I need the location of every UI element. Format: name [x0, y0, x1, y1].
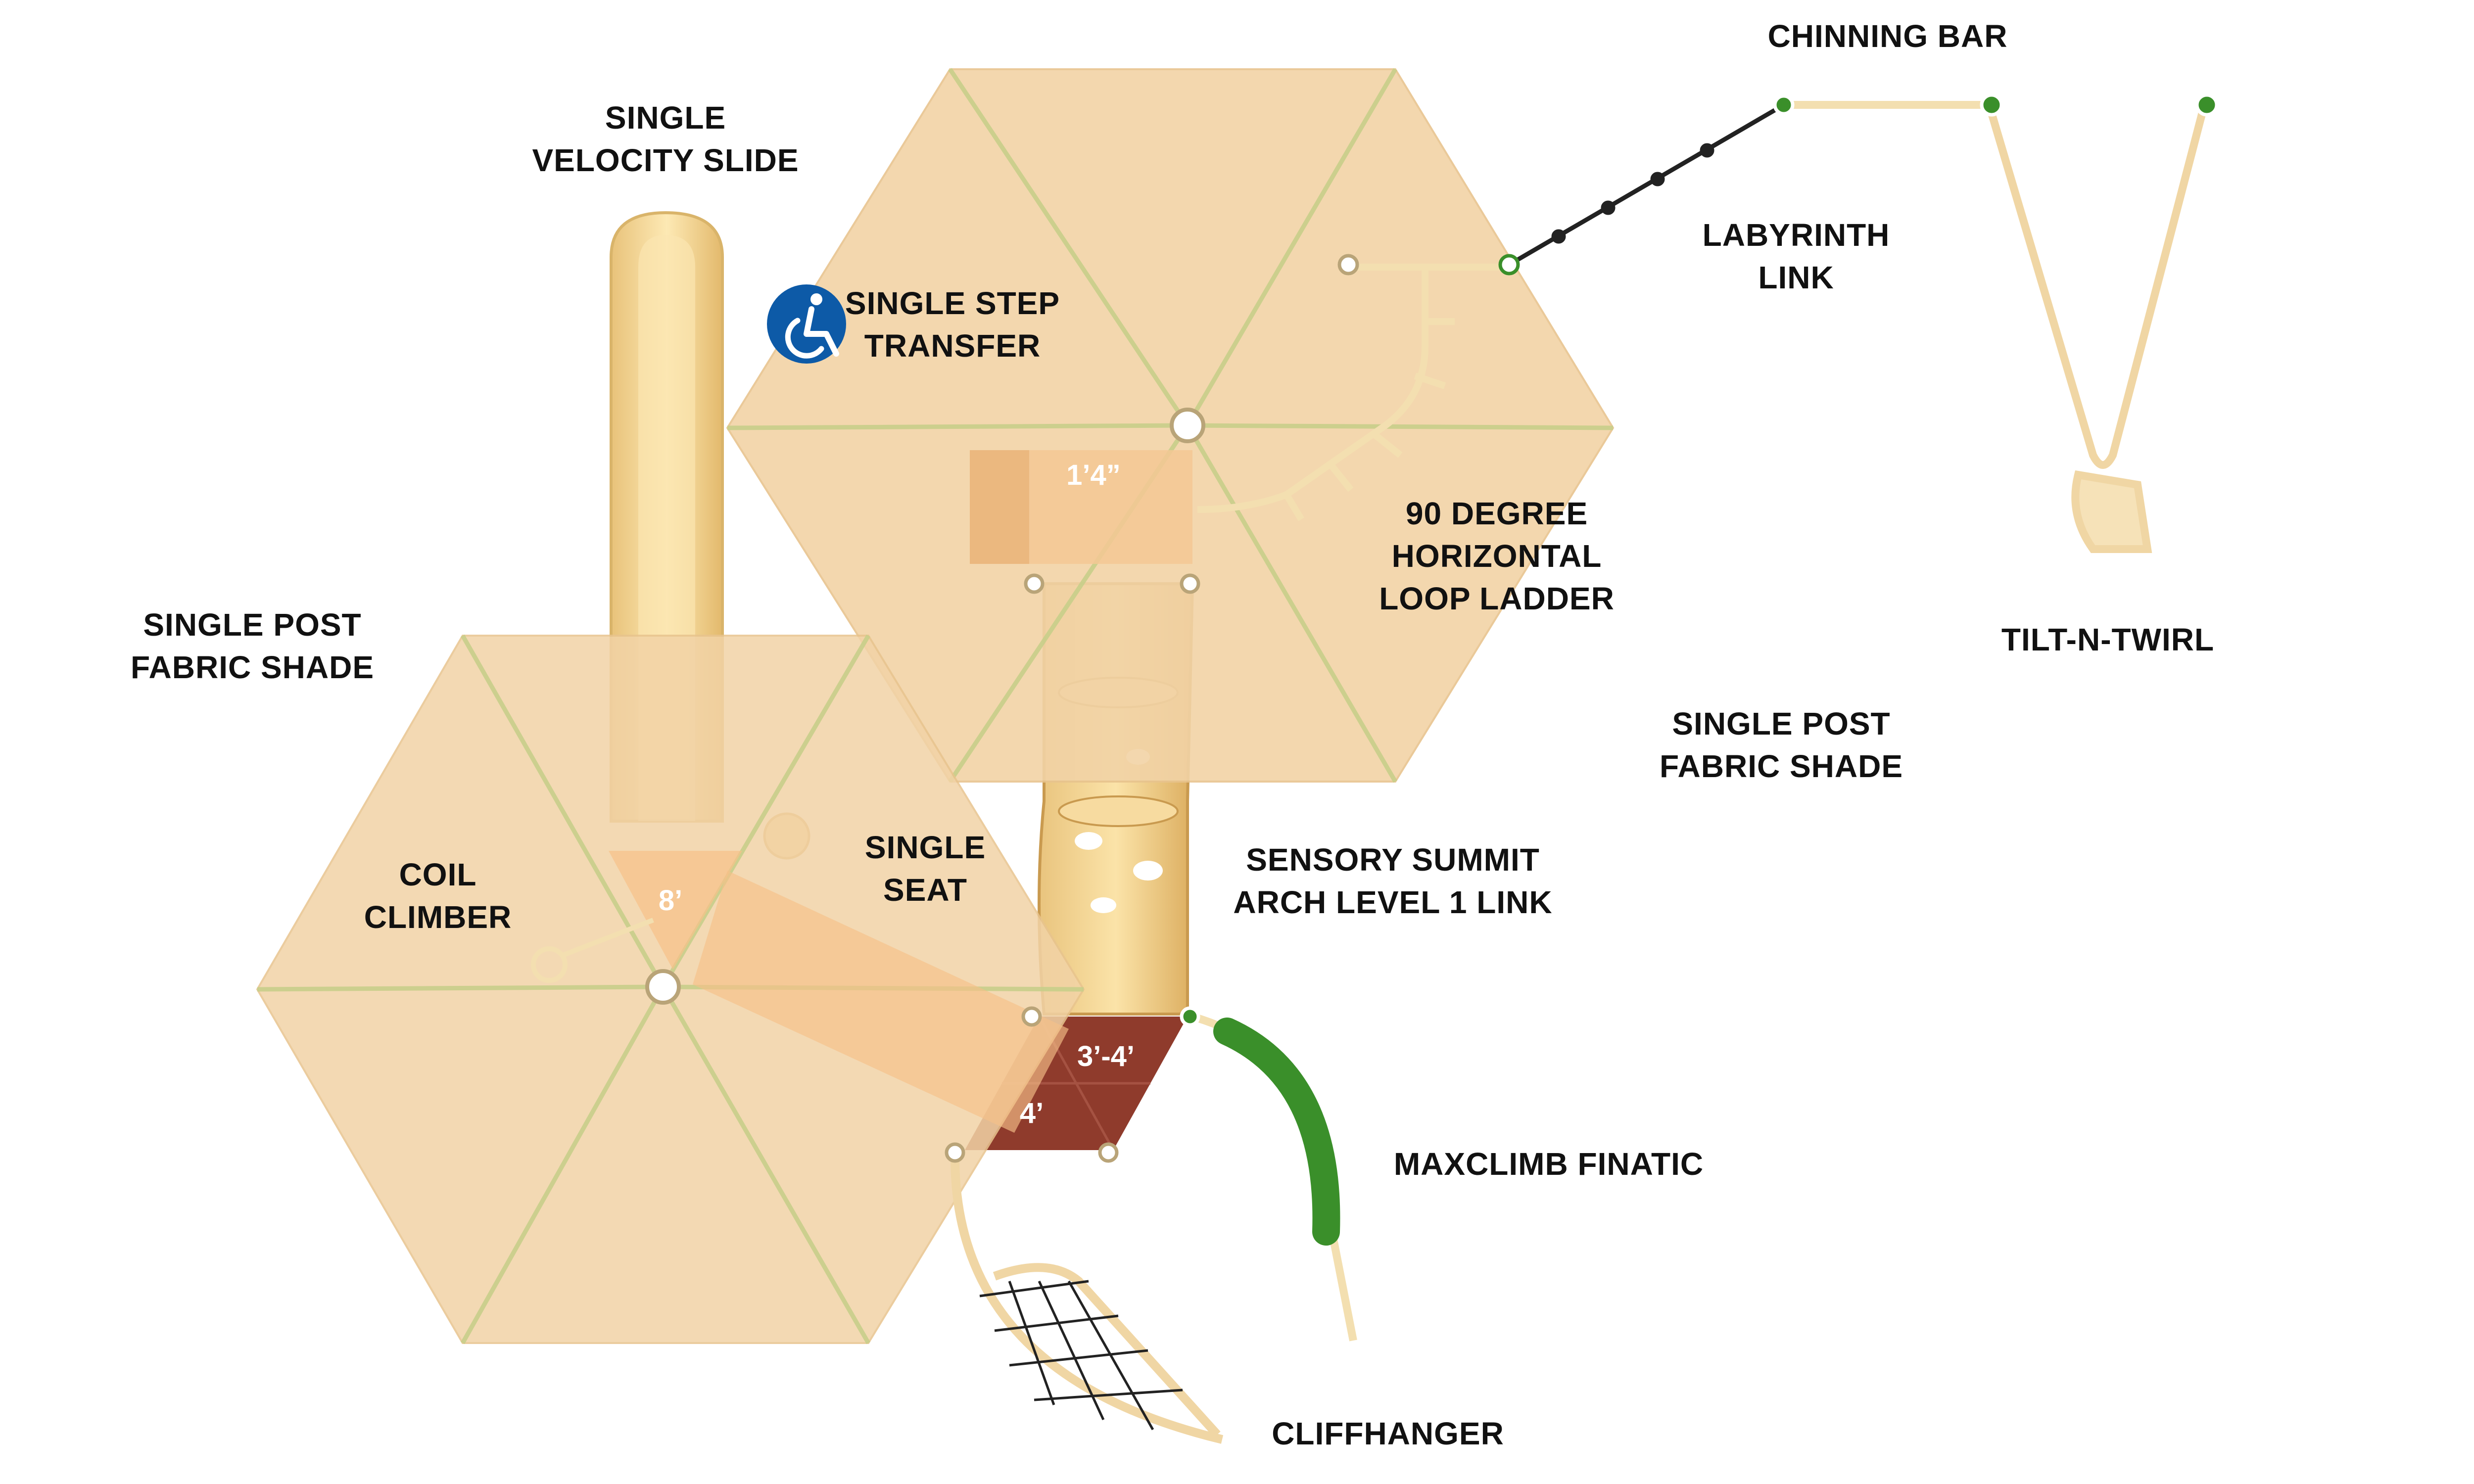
label-cliffhanger: CLIFFHANGER — [1272, 1416, 1504, 1451]
label-maxclimb-finatic: MAXCLIMB FINATIC — [1393, 1146, 1704, 1182]
label-coil-climber: COIL CLIMBER — [364, 857, 512, 935]
label-step-transfer: SINGLE STEP TRANSFER — [845, 285, 1060, 364]
step-height-dim: 1’4” — [1066, 459, 1121, 491]
cliffhanger-net — [951, 1157, 1224, 1444]
label-sensory-summit: SENSORY SUMMIT ARCH LEVEL 1 LINK — [1233, 842, 1553, 920]
label-shade-right: SINGLE POST FABRIC SHADE — [1659, 706, 1903, 784]
label-loop-ladder: 90 DEGREE HORIZONTAL LOOP LADDER — [1379, 496, 1615, 616]
post-connectors — [945, 93, 2219, 1163]
slide-deck-dim: 8’ — [659, 884, 682, 917]
deck-dim-b: 4’ — [1020, 1097, 1044, 1129]
maxclimb-finatic — [1191, 1013, 1357, 1342]
label-single-seat: SINGLE SEAT — [864, 830, 986, 908]
shade-canopy-right — [726, 68, 1615, 783]
label-velocity-slide: SINGLE VELOCITY SLIDE — [532, 100, 799, 178]
label-shade-left: SINGLE POST FABRIC SHADE — [130, 607, 375, 685]
step-transfer-block: 1’4” — [970, 450, 1192, 564]
labyrinth-link — [1508, 104, 1783, 267]
shade-canopy-left: 8’ — [256, 634, 1085, 1345]
loop-ladder — [1197, 264, 1504, 521]
label-chinning-bar: CHINNING BAR — [1767, 18, 2008, 54]
deck-dim-a: 3’-4’ — [1077, 1040, 1135, 1072]
label-labyrinth-link: LABYRINTH LINK — [1702, 217, 1890, 295]
coil-climber — [531, 918, 654, 983]
wheelchair-accessibility-icon — [767, 284, 846, 364]
label-tilt-n-twirl: TILT-N-TWIRL — [2001, 622, 2215, 657]
tilt-n-twirl — [1985, 103, 2208, 553]
